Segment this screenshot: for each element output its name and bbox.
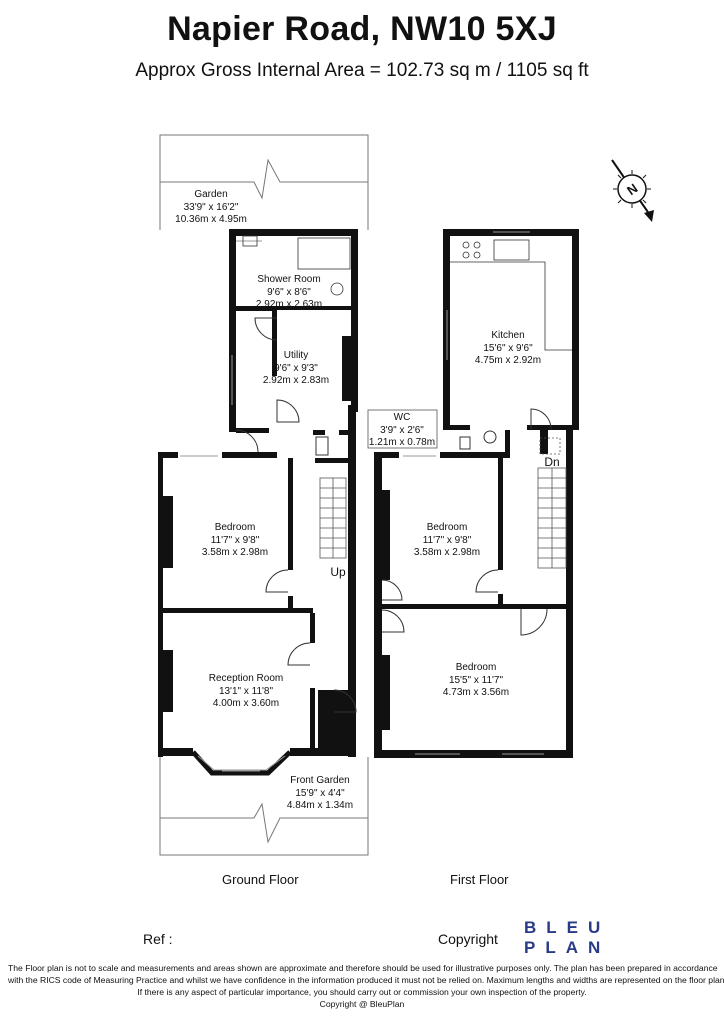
first-floor-doors: [381, 408, 552, 636]
reception-name: Reception Room: [209, 673, 283, 684]
bedroom-ff1-imperial: 11'7" x 9'8": [423, 535, 472, 546]
bedroom-gf-metric: 3.58m x 2.98m: [202, 547, 268, 558]
front-garden-metric: 4.84m x 1.34m: [287, 800, 353, 811]
logo-line-2: PLAN: [524, 938, 611, 957]
shower-room-name: Shower Room: [257, 274, 320, 285]
kitchen-metric: 4.75m x 2.92m: [475, 355, 541, 366]
bleuplan-logo: BLEU PLAN: [524, 918, 610, 958]
wc-label-box: [367, 409, 438, 449]
wc-metric: 1.21m x 0.78m: [369, 437, 435, 448]
bedroom-gf-name: Bedroom: [215, 522, 256, 533]
bedroom-ff2-name: Bedroom: [456, 662, 497, 673]
bedroom-ff1-metric: 3.58m x 2.98m: [414, 547, 480, 558]
disclaimer-line-4: Copyright @ BleuPlan: [319, 999, 405, 1009]
reception-imperial: 13'1" x 11'8": [219, 686, 274, 697]
copyright-label: Copyright: [438, 931, 498, 947]
logo-line-1: BLEU: [524, 918, 611, 937]
page-title: Napier Road, NW10 5XJ: [167, 10, 557, 48]
garden-name: Garden: [194, 189, 227, 200]
stairs-down-label: Dn: [544, 455, 559, 469]
wc-imperial: 3'9" x 2'6": [380, 425, 424, 436]
utility-metric: 2.92m x 2.83m: [263, 375, 329, 386]
bedroom-ff1-name: Bedroom: [427, 522, 468, 533]
disclaimer-line-3: If there is any aspect of particular imp…: [137, 987, 587, 997]
disclaimer: The Floor plan is not to scale and measu…: [8, 962, 724, 1010]
entrance-arrow-icon: [331, 726, 349, 745]
garden-metric: 10.36m x 4.95m: [175, 214, 247, 225]
kitchen-name: Kitchen: [491, 330, 524, 341]
disclaimer-line-1: The Floor plan is not to scale and measu…: [8, 963, 718, 973]
reception-metric: 4.00m x 3.60m: [213, 698, 279, 709]
utility-imperial: 9'6" x 9'3": [274, 363, 318, 374]
first-floor-label: First Floor: [450, 872, 509, 887]
first-floor-stairs: [537, 437, 567, 569]
kitchen-units: [450, 239, 572, 351]
shower-room-fixtures: [242, 235, 351, 296]
rear-garden: [159, 134, 369, 230]
ground-floor-stairs: [319, 477, 347, 559]
ground-floor-label: Ground Floor: [222, 872, 299, 887]
gross-area: Approx Gross Internal Area = 102.73 sq m…: [135, 60, 589, 81]
stairs-up-label: Up: [330, 565, 346, 579]
bedroom-gf-imperial: 11'7" x 9'8": [211, 535, 260, 546]
bay-window: [191, 750, 292, 776]
front-garden-imperial: 15'9" x 4'4": [295, 788, 345, 799]
front-garden: [159, 757, 369, 856]
shower-room-metric: 2.92m x 2.63m: [256, 299, 322, 310]
ground-floor-doors: [235, 317, 357, 713]
compass-icon: [611, 159, 654, 222]
ref-label: Ref :: [143, 931, 173, 947]
bedroom-ff2-metric: 4.73m x 3.56m: [443, 687, 509, 698]
kitchen-imperial: 15'6" x 9'6": [483, 343, 533, 354]
bedroom-ff2-imperial: 15'5" x 11'7": [449, 675, 504, 686]
shower-room-imperial: 9'6" x 8'6": [267, 287, 311, 298]
garden-imperial: 33'9" x 16'2": [184, 202, 239, 213]
wc-name: WC: [394, 412, 411, 423]
disclaimer-line-2: with the RICS code of Measuring Practice…: [8, 975, 724, 985]
utility-name: Utility: [284, 350, 308, 361]
front-garden-name: Front Garden: [290, 775, 349, 786]
